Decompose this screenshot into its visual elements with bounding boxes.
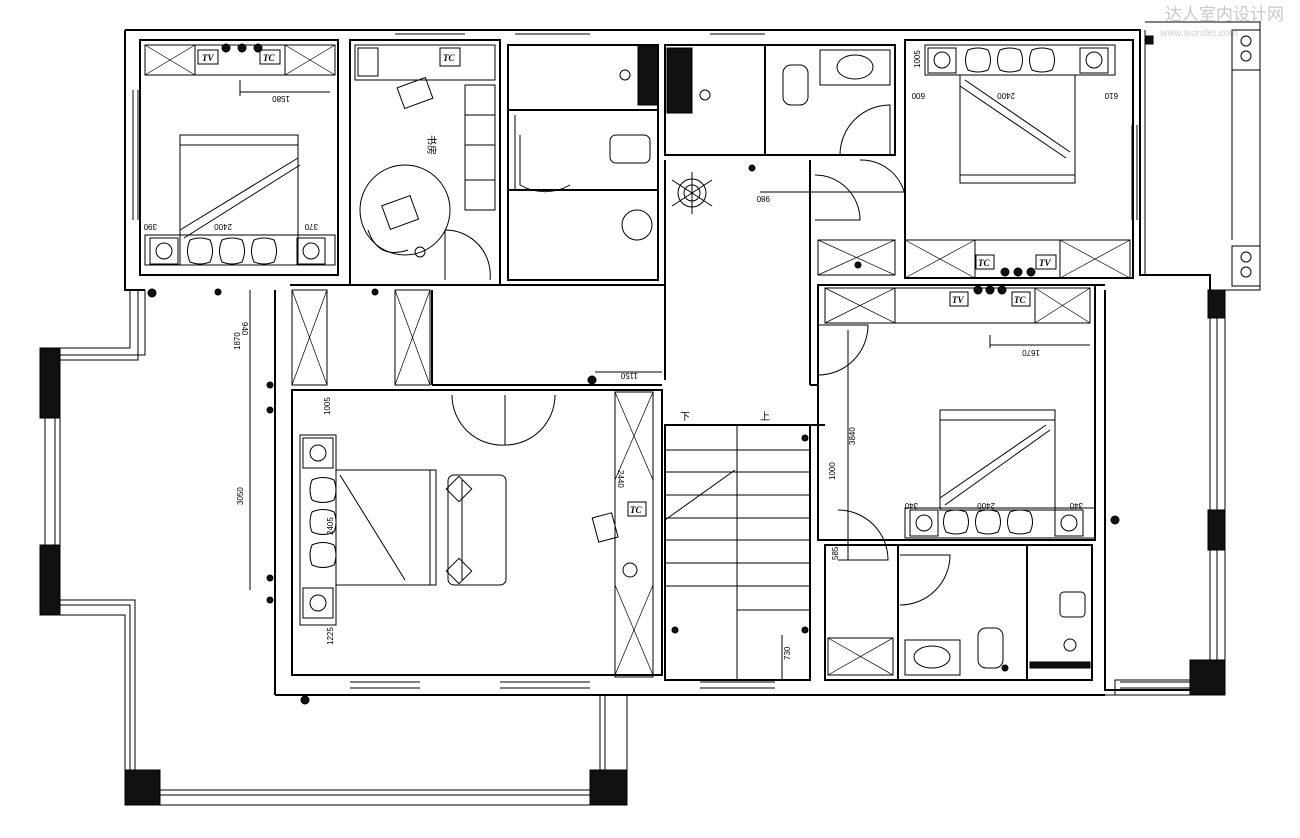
svg-text:370: 370 [304, 222, 318, 231]
svg-text:2400: 2400 [214, 222, 232, 231]
master-bedroom: TC 1005 2405 1225 2440 1150 [291, 371, 663, 678]
right-balcony [1105, 21, 1261, 696]
left-dimensions: 940 1870 3050 [233, 290, 251, 590]
svg-text:www.wonder.com: www.wonder.com [1159, 28, 1238, 39]
interior-walls [290, 33, 1105, 689]
svg-text:730: 730 [783, 646, 792, 660]
svg-text:600: 600 [911, 91, 925, 100]
exterior-walls [124, 29, 1220, 696]
svg-text:1005: 1005 [323, 397, 332, 415]
svg-text:2440: 2440 [616, 470, 625, 488]
bathroom-middle [507, 44, 659, 281]
staircase: 下 上 730 [664, 411, 811, 681]
svg-text:390: 390 [143, 222, 157, 231]
svg-text:610: 610 [1104, 91, 1118, 100]
svg-text:TV: TV [1039, 258, 1051, 268]
svg-text:940: 940 [240, 322, 249, 336]
svg-text:1870: 1870 [233, 332, 242, 350]
svg-text:1670: 1670 [1022, 348, 1040, 357]
bathroom-bottom-right [824, 544, 1093, 681]
svg-text:1000: 1000 [828, 462, 837, 480]
svg-text:TV: TV [202, 53, 214, 63]
svg-text:1150: 1150 [620, 371, 638, 380]
svg-text:1005: 1005 [913, 50, 922, 68]
svg-text:3840: 3840 [848, 427, 857, 445]
left-balcony [39, 290, 628, 806]
bedroom-top-left: TV TC 1580 390 2400 370 [139, 39, 339, 276]
svg-text:书房: 书房 [425, 135, 438, 155]
light-fixtures [147, 164, 1120, 705]
study-room: TC 书房 [349, 39, 501, 286]
svg-text:1580: 1580 [272, 94, 290, 103]
svg-text:上: 上 [760, 411, 770, 423]
svg-text:585: 585 [831, 546, 840, 560]
svg-text:TC: TC [443, 53, 455, 63]
svg-text:TC: TC [1014, 295, 1026, 305]
bedroom-bottom-right: TV TC 1670 340 2400 340 3840 1000 585 [817, 284, 1096, 561]
bedroom-top-right: 1005 600 2400 610 TC TV 980 [756, 39, 1134, 279]
wardrobe-corridor [291, 174, 896, 386]
svg-text:340: 340 [904, 501, 918, 510]
svg-text:980: 980 [756, 194, 770, 203]
svg-text:TC: TC [978, 258, 990, 268]
svg-text:TC: TC [630, 505, 642, 515]
svg-text:1225: 1225 [326, 627, 335, 645]
svg-text:2405: 2405 [326, 517, 335, 535]
svg-text:3050: 3050 [236, 487, 245, 505]
watermark: 达人室内设计网 www.wonder.com [1159, 5, 1284, 39]
bathroom-top-center [664, 44, 896, 156]
svg-text:TV: TV [952, 295, 964, 305]
svg-text:2400: 2400 [997, 91, 1015, 100]
svg-text:达人室内设计网: 达人室内设计网 [1165, 5, 1284, 25]
svg-text:TC: TC [263, 53, 275, 63]
svg-text:下: 下 [680, 412, 690, 423]
svg-text:340: 340 [1069, 501, 1083, 510]
plant-icon [671, 172, 713, 214]
svg-text:2400: 2400 [977, 501, 995, 510]
